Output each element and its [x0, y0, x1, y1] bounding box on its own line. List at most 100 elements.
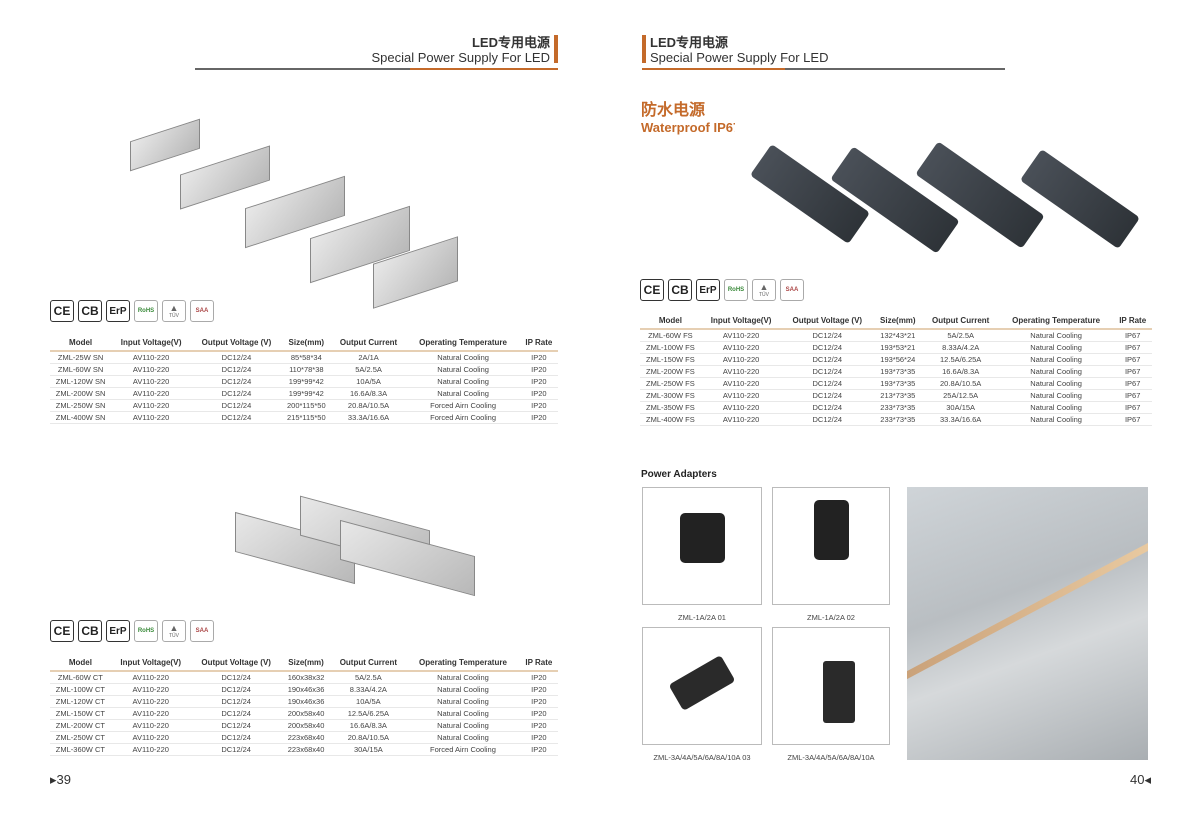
table-cell: 193*53*21	[873, 341, 923, 354]
table-cell: AV110-220	[110, 671, 191, 684]
table-cell: AV110-220	[700, 377, 782, 390]
table-cell: DC12/24	[191, 387, 282, 400]
table-cell: 199*99*42	[281, 375, 331, 388]
adapter-image-4	[772, 627, 890, 745]
adapter-caption-4: ZML-3A/4A/5A/6A/8A/10A	[787, 753, 875, 762]
tuv-logo-icon: ▲TÜV	[162, 300, 186, 322]
table-cell: DC12/24	[191, 351, 282, 364]
left-header: LED专用电源 Special Power Supply For LED	[371, 36, 550, 66]
table-cell: DC12/24	[781, 365, 874, 378]
table-cell: DC12/24	[190, 683, 282, 696]
table-cell: DC12/24	[191, 363, 282, 376]
table-cell: ZML-360W CT	[50, 743, 111, 756]
column-header: Size(mm)	[281, 655, 331, 672]
column-header: Output Current	[330, 655, 407, 672]
section-title-cn: 防水电源	[641, 102, 706, 119]
cert-logos-1: CE CB ErP RoHS ▲TÜV SAA	[50, 300, 214, 322]
table-cell: IP20	[519, 731, 558, 744]
table-cell: IP20	[519, 719, 558, 732]
column-header: Output Current	[330, 335, 407, 352]
tuv-logo-icon: ▲TÜV	[752, 279, 776, 301]
header-accent-bar-right	[642, 35, 646, 63]
column-header: IP Rate	[519, 655, 558, 672]
table-cell: DC12/24	[781, 389, 874, 402]
table-cell: 200x58x40	[281, 707, 331, 720]
table-cell: ZML-150W CT	[50, 707, 111, 720]
table-cell: AV110-220	[700, 401, 782, 414]
table-cell: AV110-220	[110, 743, 191, 756]
table-cell: 25A/12.5A	[922, 389, 999, 402]
table-cell: ZML-60W FS	[640, 329, 701, 342]
column-header: Operating Temperature	[998, 313, 1114, 330]
adapter-image-1	[642, 487, 762, 605]
table-cell: IP20	[519, 375, 558, 388]
table-cell: Natural Cooling	[406, 731, 520, 744]
table-cell: DC12/24	[190, 707, 282, 720]
cert-logos-2: CE CB ErP RoHS ▲TÜV SAA	[50, 620, 214, 642]
table-cell: 16.6A/8.3A	[330, 387, 407, 400]
table-cell: ZML-250W SN	[50, 399, 112, 412]
table-cell: IP67	[1113, 365, 1152, 378]
table-cell: Forced Airn Cooling	[406, 411, 520, 424]
table-cell: AV110-220	[700, 353, 782, 366]
column-header: Size(mm)	[281, 335, 331, 352]
tuv-logo-label: TÜV	[169, 632, 179, 639]
table-cell: Natural Cooling	[406, 695, 520, 708]
table-cell: DC12/24	[191, 375, 282, 388]
rohs-logo-icon: RoHS	[724, 279, 748, 301]
table-cell: IP67	[1113, 329, 1152, 342]
table-cell: IP67	[1113, 377, 1152, 390]
table-cell: 193*73*35	[873, 377, 923, 390]
table-cell: 12.5A/6.25A	[922, 353, 999, 366]
table-cell: 233*73*35	[873, 413, 923, 426]
table-cell: 160x38x32	[281, 671, 331, 684]
table-cell: 16.6A/8.3A	[330, 719, 407, 732]
table-cell: Natural Cooling	[406, 683, 520, 696]
column-header: Size(mm)	[873, 313, 923, 330]
header-rule-accent	[642, 68, 785, 70]
page-arrow-icon: ◂	[1144, 772, 1151, 787]
table-cell: 223x68x40	[281, 731, 331, 744]
table-cell: ZML-250W CT	[50, 731, 111, 744]
table-cell: 190x46x36	[281, 695, 331, 708]
table-cell: Forced Airn Cooling	[406, 743, 520, 756]
table-cell: AV110-220	[700, 413, 782, 426]
header-accent-bar	[554, 35, 558, 63]
table-cell: DC12/24	[190, 671, 282, 684]
table-cell: ZML-120W CT	[50, 695, 111, 708]
page-number-right: 40◂	[1130, 772, 1151, 787]
table-cell: AV110-220	[700, 341, 782, 354]
header-en: Special Power Supply For LED	[650, 50, 829, 65]
table-cell: 199*99*42	[281, 387, 331, 400]
header-rule	[195, 68, 410, 70]
header-rule-accent	[410, 68, 558, 70]
table-cell: Natural Cooling	[406, 719, 520, 732]
table-cell: 10A/5A	[330, 375, 407, 388]
ce-logo-icon: CE	[640, 279, 664, 301]
table-cell: Natural Cooling	[406, 363, 520, 376]
product-image-waterproof	[735, 120, 1150, 285]
tuv-logo-label: TÜV	[169, 312, 179, 319]
adapter-image-2	[772, 487, 890, 605]
tuv-logo-icon: ▲TÜV	[162, 620, 186, 642]
table-cell: 5A/2.5A	[330, 363, 407, 376]
column-header: Input Voltage(V)	[110, 655, 191, 672]
table-cell: AV110-220	[111, 351, 192, 364]
table-cell: DC12/24	[781, 413, 874, 426]
erp-logo-icon: ErP	[106, 300, 130, 322]
ce-logo-icon: CE	[50, 620, 74, 642]
table-cell: ZML-250W FS	[640, 377, 701, 390]
table-cell: AV110-220	[110, 695, 191, 708]
header-en: Special Power Supply For LED	[371, 50, 550, 65]
table-cell: ZML-100W CT	[50, 683, 111, 696]
table-cell: Natural Cooling	[998, 401, 1114, 414]
